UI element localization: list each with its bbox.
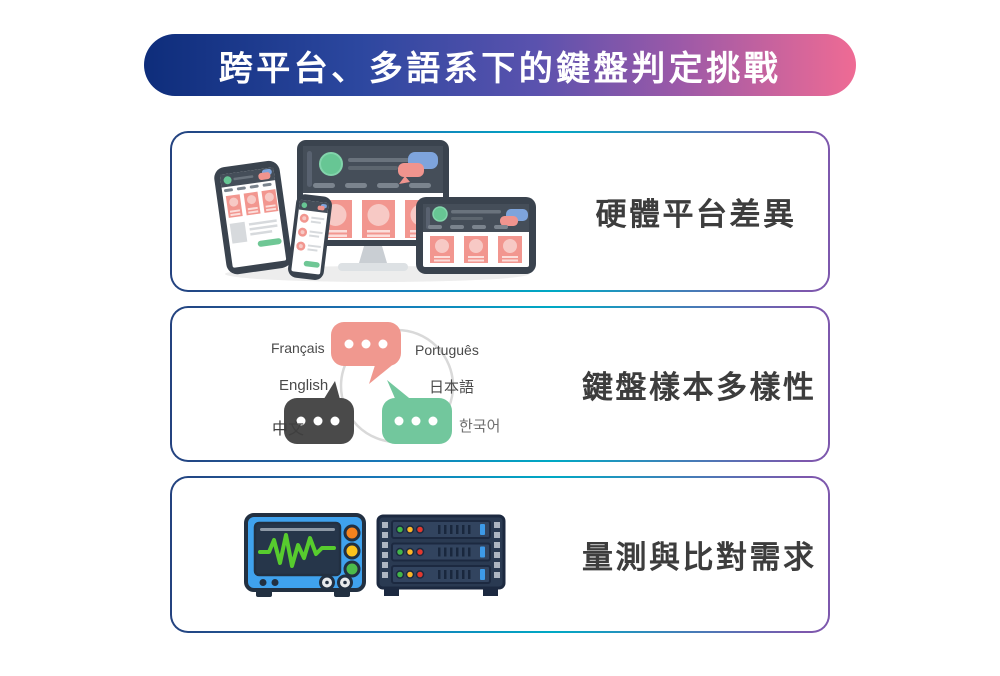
phone-icon: [288, 193, 332, 280]
list-row: [299, 213, 325, 224]
speech-bubbles-illustration: [284, 322, 455, 444]
card-title-measurement: 量測與比對需求: [582, 540, 817, 575]
list-row: [298, 227, 323, 238]
content-card: [464, 235, 488, 263]
language-label-chinese: 中文: [272, 421, 305, 438]
devices-illustration: [214, 139, 536, 282]
card-hardware-platform: 硬體平台差異: [170, 131, 830, 292]
language-label-english: English: [279, 377, 329, 394]
tablet-portrait-icon: [214, 160, 292, 274]
card-title-hardware: 硬體平台差異: [595, 197, 797, 232]
infographic-page: 跨平台、多語系下的鍵盤判定挑戰: [0, 34, 1000, 676]
card-title-samples: 鍵盤樣本多樣性: [582, 369, 817, 405]
content-card: [430, 235, 454, 263]
server-unit: [391, 542, 491, 562]
language-speech-bubbles-icon: Français Português English 日本語 中文 한국어: [227, 314, 527, 454]
language-label-japanese: 日本語: [429, 379, 475, 396]
server-unit: [391, 520, 491, 539]
server-rack-icon: [376, 514, 506, 596]
oscilloscope-icon: [244, 513, 366, 597]
green-speech-bubble-icon: [382, 380, 452, 444]
list-row: [296, 241, 321, 252]
pink-speech-bubble-icon: [331, 322, 401, 384]
desktop-monitor-icon: [297, 139, 449, 271]
language-label-korean: 한국어: [459, 419, 501, 435]
language-label-portugues: Português: [415, 342, 479, 358]
content-card: [498, 235, 522, 263]
card-list: 硬體平台差異: [170, 131, 830, 633]
content-card: [362, 199, 395, 238]
card-measurement: 量測與比對需求: [170, 476, 830, 633]
header-banner: 跨平台、多語系下的鍵盤判定挑戰: [144, 34, 856, 96]
page-title: 跨平台、多語系下的鍵盤判定挑戰: [218, 49, 782, 88]
measurement-illustration: [244, 513, 506, 597]
responsive-devices-icon: [172, 137, 582, 287]
card-keyboard-samples: Français Português English 日本語 中文 한국어 鍵盤…: [170, 306, 830, 462]
oscilloscope-server-icon: [172, 507, 582, 602]
tablet-landscape-icon: [416, 196, 536, 274]
rack-rail: [382, 522, 500, 578]
dark-speech-bubble-icon: [284, 381, 354, 444]
language-label-francais: Français: [271, 340, 325, 356]
server-unit: [391, 565, 491, 584]
